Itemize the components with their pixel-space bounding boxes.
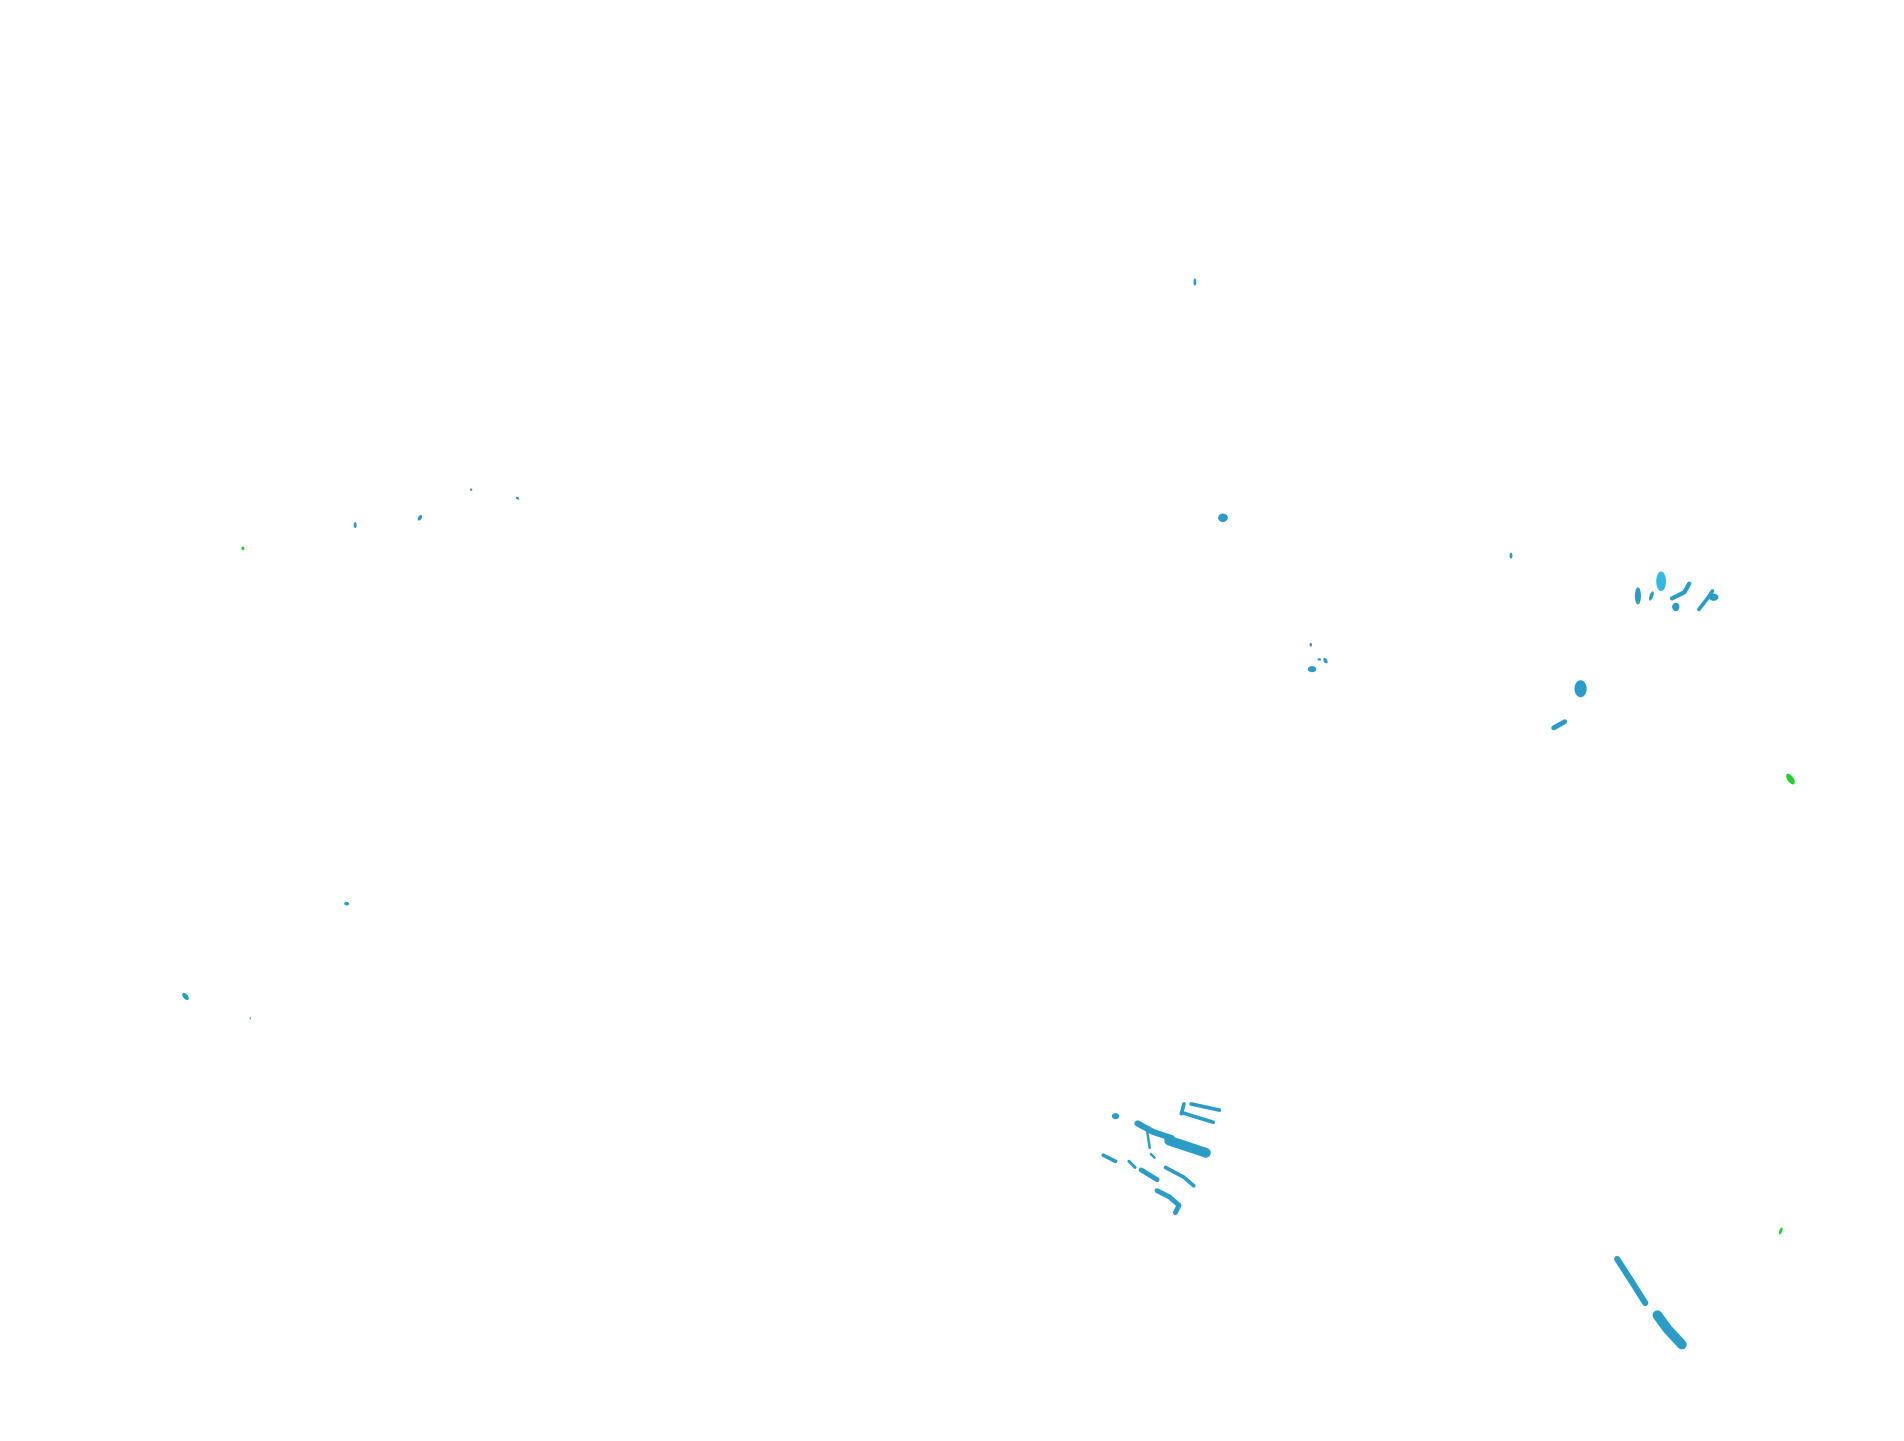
map-feature (1551, 719, 1568, 731)
map-feature (1134, 1120, 1175, 1142)
map-feature (353, 522, 357, 529)
map-feature (1656, 571, 1666, 592)
map-feature (1574, 680, 1587, 698)
map-feature (1101, 1153, 1118, 1164)
map-feature (1138, 1167, 1160, 1183)
map-feature (1778, 1227, 1783, 1235)
map-feature (1179, 1110, 1216, 1125)
map-feature (1193, 278, 1197, 286)
map-feature (469, 488, 473, 491)
map-feature (1652, 1310, 1687, 1350)
map-feature (417, 514, 423, 521)
map-feature (1154, 1188, 1182, 1216)
map-feature (1708, 593, 1719, 601)
map-feature (1111, 1113, 1120, 1120)
map-feature (249, 1017, 251, 1020)
map-feature (1509, 552, 1513, 559)
map-feature (1163, 1165, 1196, 1188)
map-feature (1164, 1135, 1211, 1158)
map-feature (1697, 589, 1715, 612)
map-feature (1648, 591, 1654, 601)
map-feature (1309, 642, 1313, 647)
map-feature (344, 901, 350, 906)
map-feature (1127, 1159, 1137, 1169)
map-feature (1669, 581, 1692, 601)
map-feature (1218, 513, 1228, 523)
map-feature (1317, 658, 1322, 661)
map-feature (182, 992, 189, 1001)
map-feature (1307, 666, 1317, 673)
map-feature (1189, 1102, 1222, 1112)
map-feature (1146, 1130, 1151, 1150)
map-feature (1786, 773, 1795, 785)
map-feature (1672, 602, 1680, 612)
map-feature (1636, 600, 1640, 604)
map-feature (515, 496, 520, 500)
map-feature (1323, 657, 1328, 664)
map-feature (1149, 1152, 1156, 1159)
map-feature (241, 546, 245, 551)
feature-layer (182, 278, 1795, 1350)
map-feature (1614, 1255, 1649, 1307)
map-feature (1634, 587, 1641, 605)
